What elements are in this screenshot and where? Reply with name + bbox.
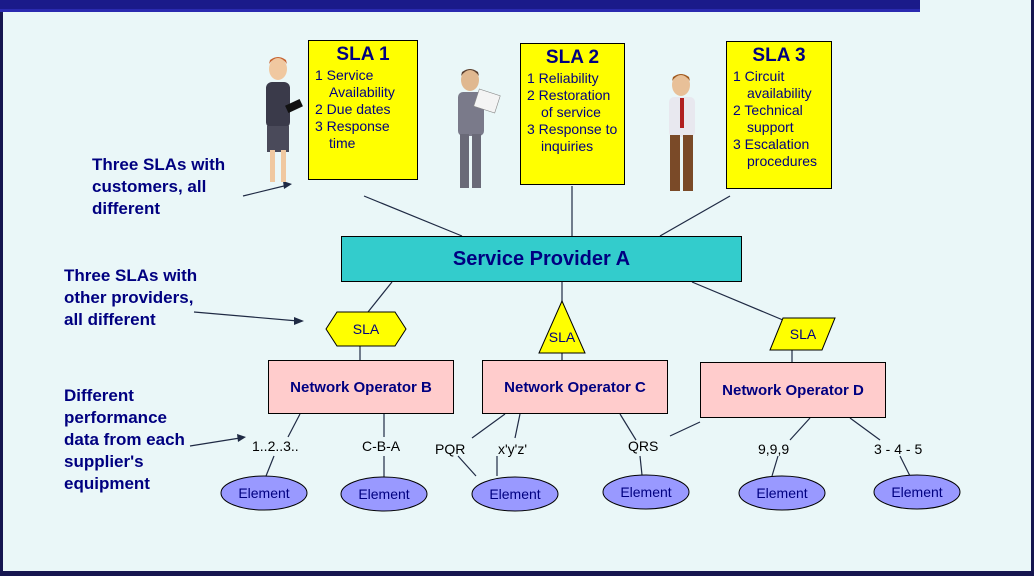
label-performance: Different performance data from each sup… [64, 386, 185, 493]
sla-box-1-item: 1 Service Availability [315, 67, 395, 100]
person-woman-icon [266, 57, 303, 182]
operator-c-box: Network Operator C [482, 360, 668, 414]
panel-bottom-border [0, 571, 1034, 576]
sla-box-1-title: SLA 1 [336, 44, 390, 65]
connector-data1-el [265, 455, 275, 477]
connector-opc-data2 [514, 413, 521, 439]
operator-b-box: Network Operator B [268, 360, 454, 414]
arrowhead-providers [294, 317, 304, 325]
arrow-providers [193, 311, 299, 322]
sla-box-2-item: 1 Reliability [527, 70, 599, 86]
sla-box-3: SLA 3 1 Circuit availability 2 Technical… [726, 41, 832, 189]
sla-box-3-title: SLA 3 [752, 45, 806, 66]
arrow-performance [189, 437, 241, 447]
element-1-label: Element [238, 485, 289, 501]
element-2-label: Element [358, 486, 409, 502]
element-6 [873, 474, 961, 510]
connector-opd-data1 [669, 421, 701, 437]
data-label: 3 - 4 - 5 [874, 441, 923, 457]
data-label: 9,9,9 [758, 441, 790, 457]
title-bar [0, 0, 920, 9]
element-4-label: Element [620, 484, 671, 500]
connector-opc-data3 [619, 413, 637, 441]
service-provider-box: Service Provider A [341, 236, 742, 282]
element-3-label: Element [489, 486, 540, 502]
data-label: PQR [435, 441, 466, 457]
label-providers: Three SLAs with other providers, all dif… [64, 266, 198, 329]
element-6-label: Element [891, 484, 942, 500]
element-4 [602, 474, 690, 510]
connector-sla3-sp [659, 195, 731, 237]
data-label: 1..2..3.. [252, 438, 299, 454]
sla-box-2: SLA 2 1 Reliability 2 Restoration of ser… [520, 43, 625, 185]
sla-box-2-title: SLA 2 [545, 47, 600, 68]
element-2 [340, 476, 428, 512]
sla-triangle-c-label: SLA [549, 329, 576, 345]
sla-box-2-item: 2 Restoration of service [527, 87, 611, 120]
operator-d-box: Network Operator D [700, 362, 886, 418]
connector-opc-data1 [471, 413, 506, 439]
sla-hexagon-b-label: SLA [353, 321, 380, 337]
connector-opd-data3 [849, 417, 881, 441]
sla-parallelogram-d-label: SLA [790, 326, 817, 342]
data-label: C-B-A [362, 438, 401, 454]
sla-triangle-c [538, 299, 586, 354]
element-1 [220, 475, 308, 511]
element-5 [738, 475, 826, 511]
arrowhead-customers [283, 181, 292, 189]
arrowhead-performance [237, 434, 246, 442]
connector-opd-data2 [789, 417, 811, 441]
sla-box-1: SLA 1 1 Service Availability 2 Due dates… [308, 40, 418, 180]
connector-sla1-sp [363, 195, 463, 237]
connector-data6-el [771, 455, 779, 477]
sla-box-1-item: 3 Response time [315, 118, 390, 151]
sla-box-3-item: 3 Escalation procedures [733, 136, 818, 169]
sla-box-3-item: 2 Technical support [733, 102, 803, 135]
label-customers: Three SLAs with customers, all different [92, 155, 226, 218]
data-label: QRS [628, 438, 659, 454]
arrow-customers [242, 184, 289, 197]
sla-hexagon-b [325, 311, 407, 347]
sla-box-2-item: 3 Response to inquiries [527, 121, 618, 154]
sla-box-3-item: 1 Circuit availability [733, 68, 812, 101]
connector-data7-el [899, 455, 911, 477]
element-5-label: Element [756, 485, 807, 501]
sla-parallelogram-d [769, 317, 836, 351]
connector-opb-data1 [287, 413, 301, 438]
connector-data3-el [457, 455, 477, 477]
person-man-shirt-icon [669, 74, 695, 191]
person-man-suit-icon [458, 69, 501, 188]
data-label: x'y'z' [498, 441, 528, 457]
connector-data5-el [639, 455, 643, 476]
title-bar-underline [0, 9, 920, 12]
connector-sp-sla-b [367, 281, 393, 313]
sla-box-1-item: 2 Due dates [315, 101, 391, 117]
element-3 [471, 476, 559, 512]
